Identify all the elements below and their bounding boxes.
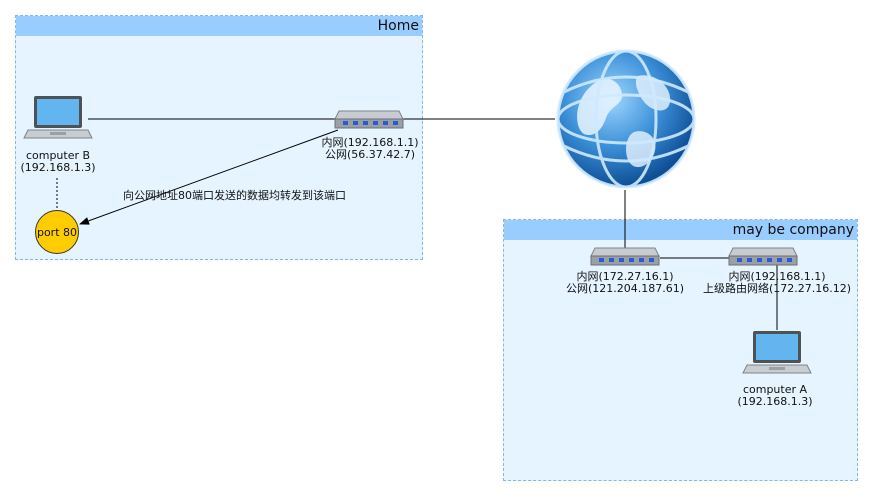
- company-group-header: may be company: [504, 220, 857, 240]
- computer-b-laptop-icon: [23, 96, 93, 139]
- home-router-lan: 内网(192.168.1.1): [321, 136, 419, 149]
- company-router-icon: [590, 247, 660, 266]
- computer-b-name: computer B: [25, 149, 91, 162]
- computer-b-ip: (192.168.1.3): [20, 161, 96, 174]
- computer-b-label: computer B (192.168.1.3): [8, 150, 108, 174]
- computer-a-name: computer A: [742, 383, 808, 396]
- home-group-title: Home: [377, 18, 419, 34]
- port-80-node: port 80: [35, 210, 79, 254]
- computer-a-laptop-icon: [742, 331, 812, 374]
- internet-globe-icon: [556, 49, 696, 189]
- home-group-header: Home: [16, 16, 422, 36]
- sub-router-uplink: 上级路由网络(172.27.16.12): [702, 282, 852, 295]
- forward-annotation: 向公网地址80端口发送的数据均转发到该端口: [123, 189, 346, 202]
- company-router-wan: 公网(121.204.187.61): [565, 282, 685, 295]
- forward-arrow: [79, 129, 339, 225]
- home-router-wan: 公网(56.37.42.7): [324, 148, 416, 161]
- computer-a-label: computer A (192.168.1.3): [725, 384, 825, 408]
- company-router-lan: 内网(172.27.16.1): [576, 270, 674, 283]
- sub-router-label: 内网(192.168.1.1) 上级路由网络(172.27.16.12): [698, 271, 856, 295]
- company-group-title: may be company: [732, 222, 854, 238]
- computer-a-ip: (192.168.1.3): [737, 395, 813, 408]
- home-router-icon: [334, 110, 404, 129]
- sub-router-icon: [728, 247, 798, 266]
- port-80-label: port 80: [36, 225, 78, 239]
- company-router-label: 内网(172.27.16.1) 公网(121.204.187.61): [560, 271, 690, 295]
- home-router-label: 内网(192.168.1.1) 公网(56.37.42.7): [308, 137, 432, 161]
- sub-router-lan: 内网(192.168.1.1): [728, 270, 826, 283]
